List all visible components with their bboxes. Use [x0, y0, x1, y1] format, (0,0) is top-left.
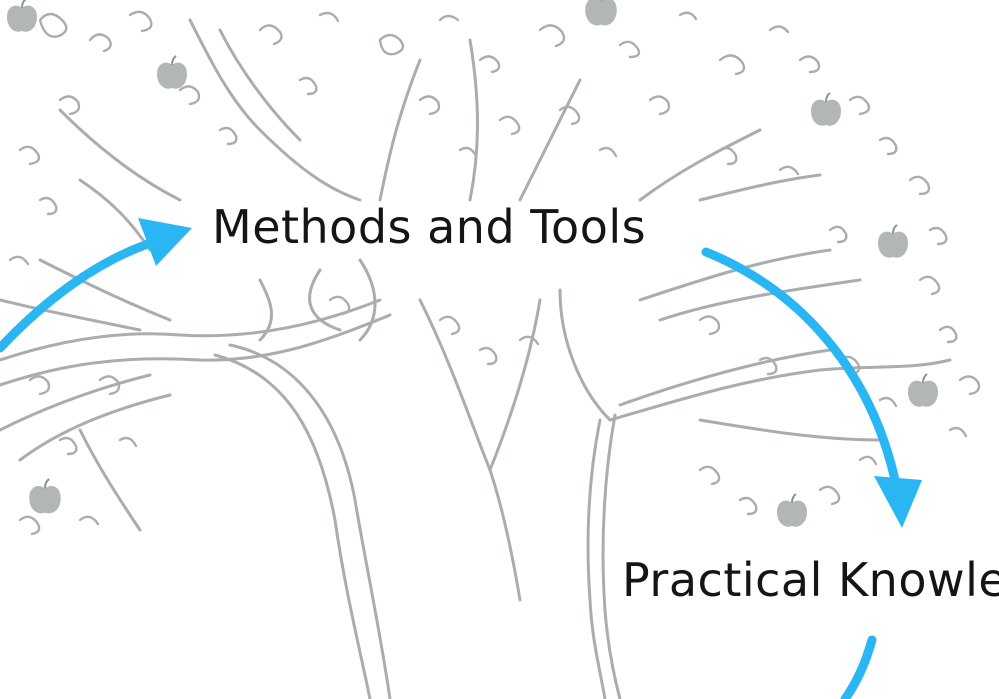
label-practical-knowledge: Practical Knowle — [622, 553, 999, 607]
arrow-right-curve — [701, 247, 900, 485]
apple-icon — [156, 55, 188, 90]
apple-icon — [28, 478, 62, 515]
tree-branches — [0, 18, 952, 699]
apple-icon — [584, 0, 618, 27]
arrow-left-curve — [0, 235, 165, 353]
arrow-head-icon — [138, 218, 192, 266]
apple-icon — [6, 0, 38, 33]
apple-icon — [810, 92, 842, 127]
arrow-head-icon — [874, 476, 922, 528]
tree-foliage — [8, 10, 981, 536]
arrow-bottom-curve — [840, 635, 877, 699]
apple-icon — [907, 373, 939, 408]
apples — [6, 0, 939, 528]
apple-icon — [776, 493, 808, 528]
label-methods-and-tools: Methods and Tools — [212, 200, 647, 254]
arrow-heads — [138, 218, 922, 528]
cycle-arrows — [0, 235, 900, 699]
apple-icon — [877, 224, 909, 259]
